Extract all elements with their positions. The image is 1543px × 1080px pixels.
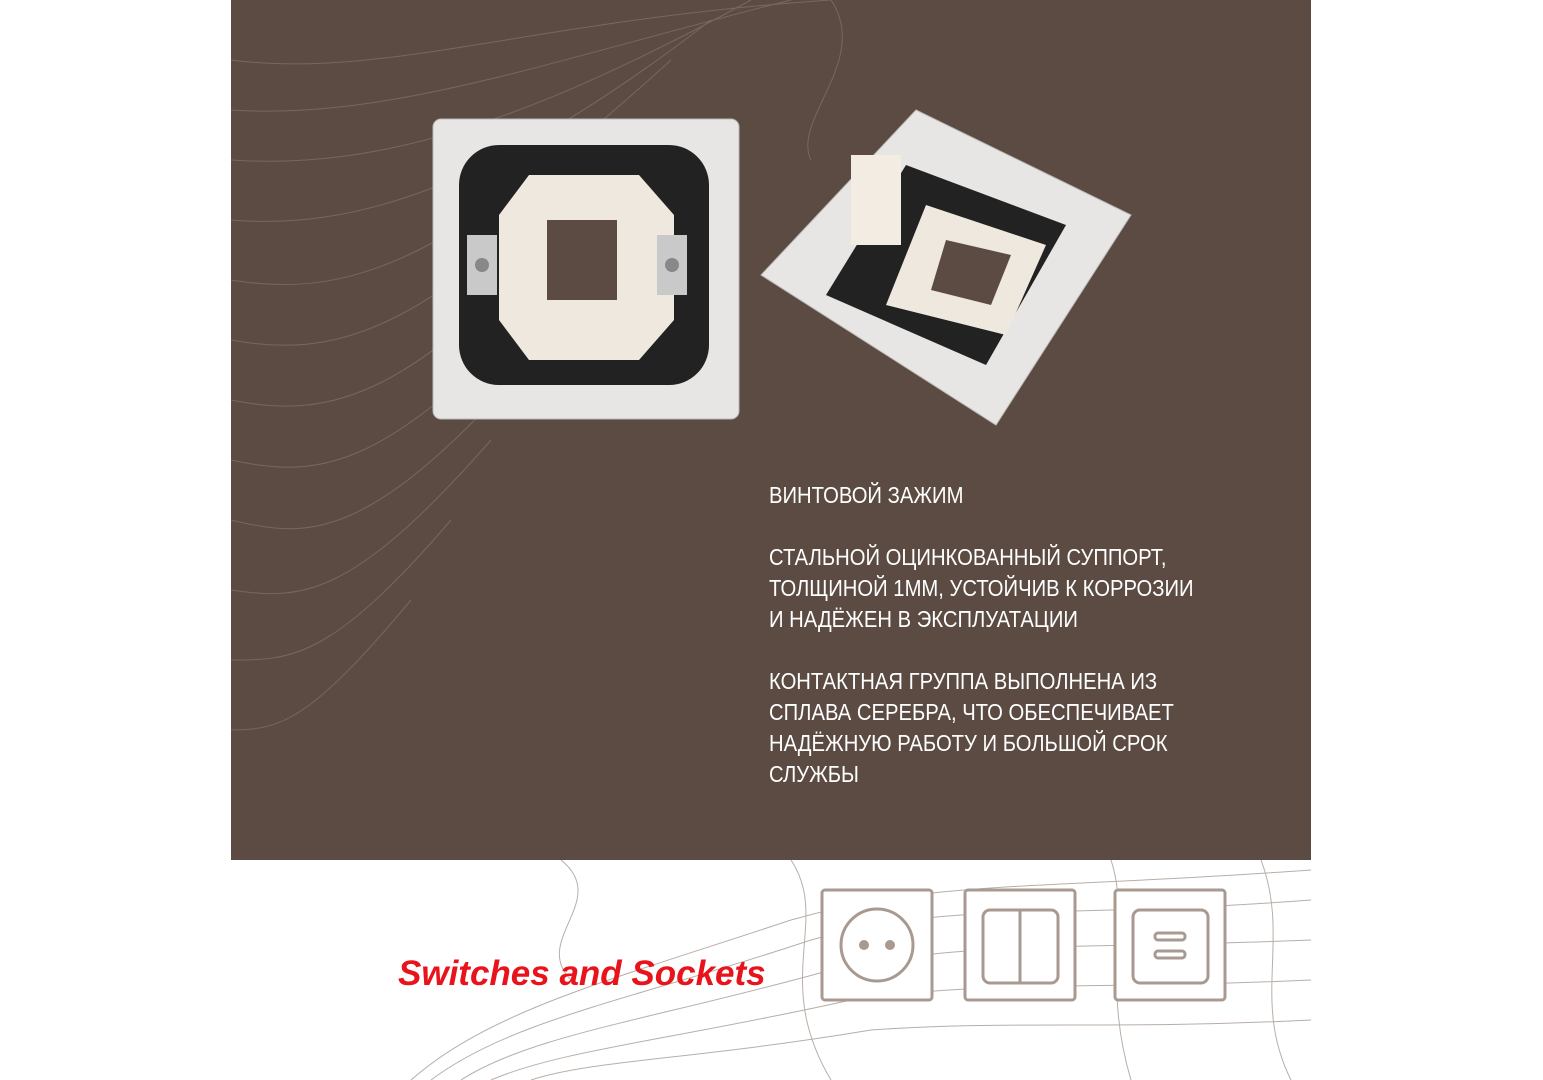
feature-steel-support: СТАЛЬНОЙ ОЦИНКОВАННЫЙ СУППОРТ, ТОЛЩИНОЙ … [769, 544, 1194, 632]
brand-title: Switches and Sockets [398, 954, 766, 993]
double-switch-icon [963, 888, 1077, 1002]
feature-contact-group: КОНТАКТНАЯ ГРУППА ВЫПОЛНЕНА ИЗ СПЛАВА СЕ… [769, 668, 1174, 787]
usb-outlet-icon [1113, 888, 1227, 1002]
contour-lines-pattern [231, 0, 843, 731]
socket-icon [820, 888, 934, 1002]
product-angled-view-image [760, 109, 1132, 426]
feature-screw-terminal: ВИНТОВОЙ ЗАЖИМ [769, 482, 964, 508]
product-front-view-image [432, 118, 740, 420]
feature-list: ВИНТОВОЙ ЗАЖИМ СТАЛЬНОЙ ОЦИНКОВАННЫЙ СУП… [769, 480, 1246, 821]
dark-brown-panel: ВИНТОВОЙ ЗАЖИМ СТАЛЬНОЙ ОЦИНКОВАННЫЙ СУП… [231, 0, 1311, 860]
